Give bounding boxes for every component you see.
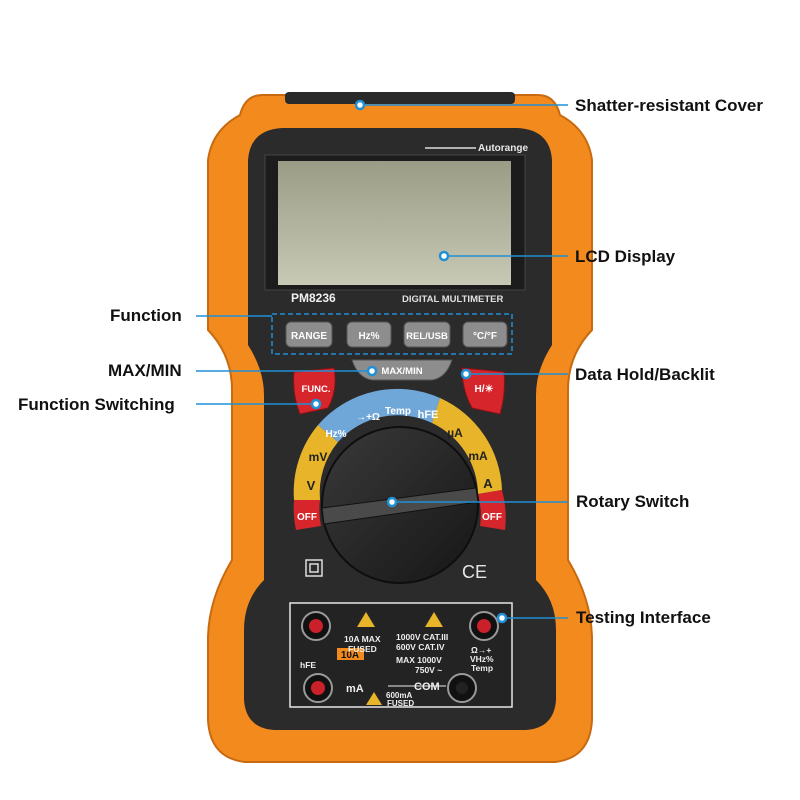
dial-mv: mV [309,450,328,464]
rel-usb-button[interactable]: REL/USB [403,321,451,348]
callout-function-switching: Function Switching [18,395,175,414]
autorange-label: Autorange [478,143,528,154]
cat-rating-1: 1000V CAT.III [396,632,448,642]
top-cap [285,92,515,104]
rotary-switch-knob[interactable] [321,426,479,584]
fuse-10a-label: 10A [341,650,359,661]
ma-fuse-1: 600mA [386,691,412,700]
callout-testing-interface: Testing Interface [576,608,711,627]
func-button-label: FUNC. [301,384,330,395]
dial-segment-left-red [293,500,321,530]
temp-unit-button[interactable]: °C/°F [462,321,508,348]
max-min-button[interactable]: MAX/MIN [351,359,453,381]
callout-shatter-resistant-cover: Shatter-resistant Cover [575,96,764,115]
func-button[interactable]: FUNC. [293,367,336,415]
callout-lcd-display: LCD Display [575,247,676,266]
cat-rating-2: 600V CAT.IV [396,642,445,652]
hz-button-label: Hz% [358,331,379,342]
product-name: DIGITAL MULTIMETER [402,294,503,305]
callout-data-hold-backlit: Data Hold/Backlit [575,365,715,384]
terminal-10a-jack[interactable] [301,611,331,641]
model-name: PM8236 [291,291,336,305]
dial-a: A [483,476,493,491]
max-voltage-2: 750V ~ [415,665,442,675]
function-group-outline [271,313,513,355]
dial-ma: mA [468,449,488,463]
dial-segment-top-blue [318,388,440,442]
dial-temp: Temp [385,406,411,417]
terminal-ma-jack[interactable] [303,673,333,703]
max-min-button-label: MAX/MIN [381,366,422,377]
dial-diode-ohm: →+Ω [356,412,380,423]
dial-segment-right-yellow [432,398,502,494]
callout-function: Function [110,306,182,325]
callout-max-min: MAX/MIN [108,361,182,380]
fuse-10a-note-1: 10A MAX [344,634,381,644]
dial-ua: µA [447,426,463,440]
max-voltage-1: MAX 1000V [396,655,442,665]
vhz-label-1: Ω→+ [471,645,491,655]
ce-mark: CE [462,562,487,582]
dial-segment-left-yellow [293,425,338,500]
terminal-vhz-jack[interactable] [469,611,499,641]
warning-icon [357,612,375,627]
dial-segment-right-red [478,490,506,530]
callout-lines [196,99,568,624]
dial-hz: Hz% [325,429,346,440]
warning-icon [425,612,443,627]
ma-fuse-2: FUSED [387,699,414,708]
dial-v: V [307,478,316,493]
vhz-label-2: VHz% [470,654,494,664]
range-button-label: RANGE [291,331,327,342]
fuse-10a-note-2: FUSED [348,644,377,654]
com-terminal-label: COM [414,681,440,693]
hz-button[interactable]: Hz% [346,321,392,348]
double-insulation-icon [305,559,323,577]
lcd-display [278,161,511,285]
dial-off-left: OFF [297,512,317,523]
callout-rotary-switch: Rotary Switch [576,492,690,511]
rel-usb-button-label: REL/USB [406,331,448,342]
temp-unit-button-label: °C/°F [473,331,497,342]
range-button[interactable]: RANGE [285,321,333,348]
dial-off-right: OFF [482,512,502,523]
warning-icon [366,692,382,705]
dial-ring [293,388,506,530]
dial-hfe: hFE [418,409,439,421]
ma-terminal-label: mA [346,683,364,695]
hold-backlight-button[interactable]: H/☀ [461,367,505,415]
hold-backlight-button-label: H/☀ [475,384,494,395]
fuse-10a-badge [337,648,364,660]
terminal-com-jack[interactable] [447,673,477,703]
hfe-terminal-label: hFE [300,660,316,670]
vhz-label-3: Temp [471,663,493,673]
